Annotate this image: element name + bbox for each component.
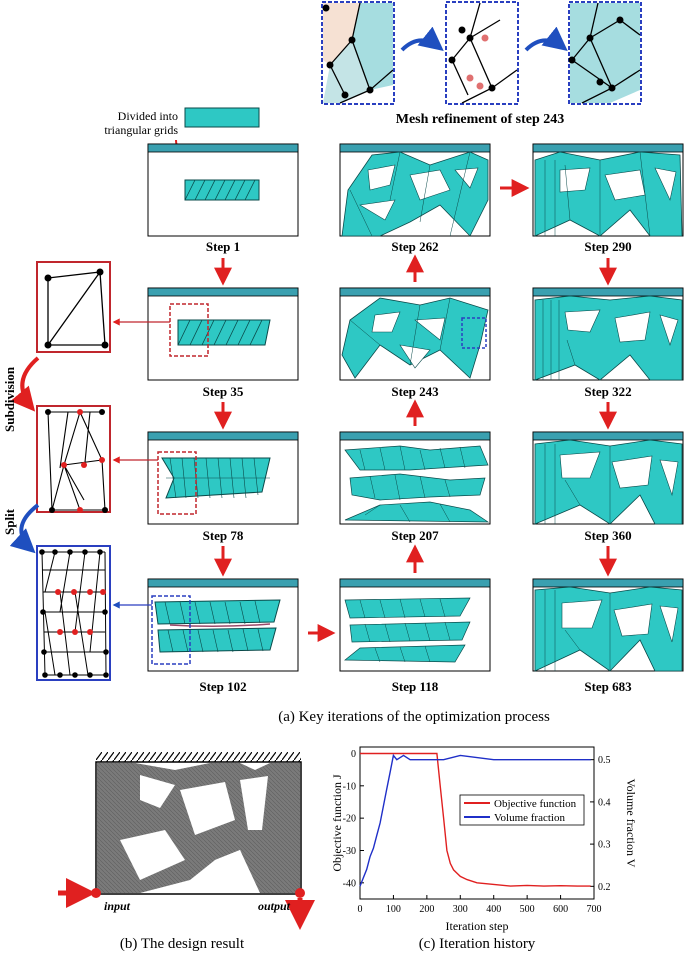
y-left-tick-label: -20	[343, 814, 356, 825]
refine-inset-1	[321, 1, 395, 105]
label-step-1: Step 1	[206, 239, 240, 254]
legend-objective: Objective function	[494, 798, 577, 810]
label-step-683: Step 683	[584, 679, 632, 694]
caption-a: (a) Key iterations of the optimization p…	[278, 709, 550, 725]
label-step-207: Step 207	[391, 528, 439, 543]
panel-step-322: Step 322	[532, 287, 684, 399]
label-step-243: Step 243	[391, 384, 439, 399]
label-step-290: Step 290	[584, 239, 631, 254]
detail-inset-step-102	[36, 545, 152, 681]
label-step-322: Step 322	[584, 384, 631, 399]
caption-b: (b) The design result	[120, 936, 245, 952]
y-right-tick-label: 0.3	[598, 840, 611, 851]
x-tick-label: 700	[587, 904, 602, 915]
panel-step-118: Step 118	[339, 578, 491, 694]
step-243-refine-box	[461, 317, 487, 349]
y-right-tick-label: 0.4	[598, 797, 611, 808]
x-tick-label: 200	[419, 904, 434, 915]
refinement-caption: Mesh refinement of step 243	[396, 112, 565, 127]
caption-c: (c) Iteration history	[419, 936, 536, 952]
panel-step-360: Step 360	[532, 431, 684, 543]
panel-step-683: Step 683	[532, 578, 684, 694]
y-left-tick-label: -40	[343, 878, 356, 889]
label-step-262: Step 262	[391, 239, 438, 254]
label-step-78: Step 78	[203, 528, 244, 543]
refine-arrow-2	[524, 26, 568, 52]
refine-arrow-1	[400, 26, 444, 52]
subdivision-label: Subdivision	[2, 366, 17, 432]
chart-ylabel-left: Objective function J	[330, 774, 344, 872]
panel-step-78: Step 78	[147, 431, 299, 543]
step-78-highlight-box	[157, 451, 197, 515]
x-tick-label: 100	[386, 904, 401, 915]
refine-inset-2	[445, 1, 519, 105]
panel-step-243: Step 243	[339, 287, 491, 399]
refine-inset-3	[568, 1, 642, 105]
y-left-tick-label: -30	[343, 846, 356, 857]
chart-yticks-right: 0.5 0.4 0.3 0.2	[590, 755, 611, 893]
panel-step-1: Step 1	[147, 143, 299, 254]
panel-step-290: Step 290	[532, 143, 684, 254]
split-label: Split	[2, 508, 17, 535]
chart-xlabel: Iteration step	[446, 919, 509, 933]
y-right-tick-label: 0.5	[598, 755, 611, 766]
history-chart: 0 100 200 300 400 500 600 700 0 -10 -20 -30 -40 0.5…	[330, 746, 638, 952]
split-arrow	[9, 503, 40, 554]
y-right-tick-label: 0.2	[598, 882, 611, 893]
panel-step-207: Step 207	[339, 431, 491, 543]
y-left-tick-label: 0	[351, 749, 356, 760]
divided-label-line1: Divided into	[118, 109, 178, 123]
input-label: input	[104, 899, 131, 913]
detail-inset-step-78	[36, 405, 158, 513]
panel-step-262: Step 262	[339, 143, 491, 254]
chart-legend: Objective function Volume fraction	[459, 794, 585, 826]
label-step-118: Step 118	[392, 679, 439, 694]
mesh-refinement-panel: Mesh refinement of step 243	[321, 1, 642, 127]
design-result: input output (b) The design result	[58, 752, 315, 952]
step-35-highlight-box	[169, 303, 209, 357]
subdivision-arrow	[10, 356, 40, 412]
chart-ylabel-right: Volume fraction V	[624, 779, 638, 868]
x-tick-label: 300	[453, 904, 468, 915]
detail-inset-step-35	[36, 261, 170, 353]
x-tick-label: 600	[553, 904, 568, 915]
output-label: output	[258, 899, 291, 913]
series-line-volume	[359, 753, 591, 887]
initial-block: Divided into triangular grids	[104, 107, 260, 160]
label-step-102: Step 102	[199, 679, 246, 694]
label-step-360: Step 360	[584, 528, 631, 543]
x-tick-label: 400	[486, 904, 501, 915]
panel-step-102: Step 102	[147, 578, 299, 694]
flow-arrows	[214, 179, 617, 642]
legend-volume: Volume fraction	[494, 812, 565, 824]
step-102-highlight-box	[151, 595, 191, 665]
divided-label-line2: triangular grids	[104, 123, 178, 137]
y-left-tick-label: -10	[343, 781, 356, 792]
x-tick-label: 500	[520, 904, 535, 915]
x-tick-label: 0	[358, 904, 363, 915]
series-line-objective	[360, 752, 591, 887]
label-step-35: Step 35	[203, 384, 244, 399]
chart-xticks: 0 100 200 300 400 500 600 700	[358, 895, 602, 915]
panel-step-35: Step 35	[147, 287, 299, 399]
